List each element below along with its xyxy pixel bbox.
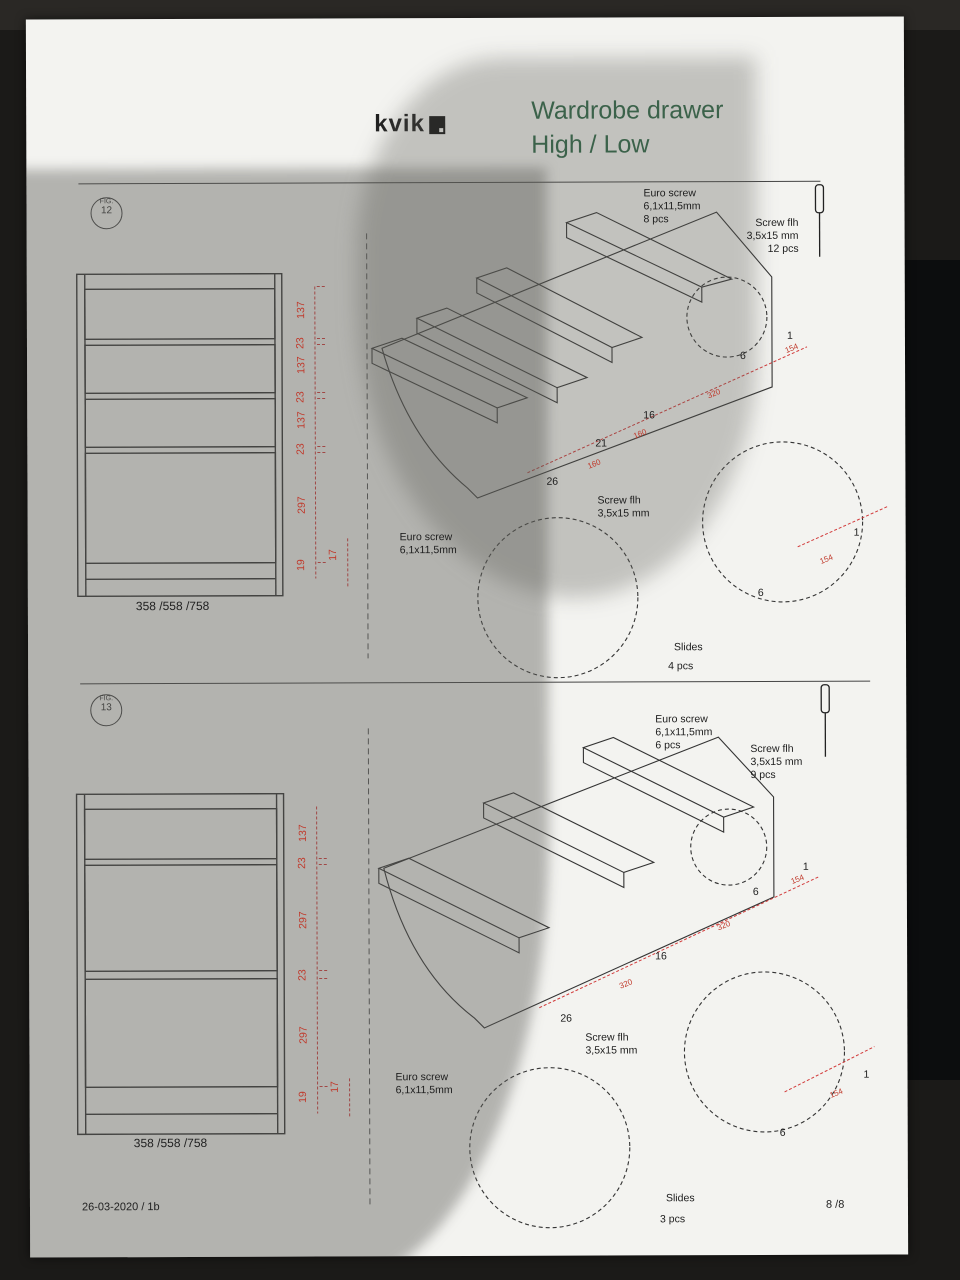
- part-number: 16: [655, 950, 667, 963]
- measure-label: 297: [295, 496, 308, 514]
- measure-label: 23: [296, 969, 309, 981]
- fig12-cabinet-front: [76, 272, 284, 598]
- fig12-slides-count: 4 pcs: [668, 660, 694, 673]
- measure-label: 23: [296, 857, 309, 869]
- measure-label: 297: [297, 911, 310, 929]
- measure-label: 23: [294, 391, 307, 403]
- part-number: 6: [779, 1126, 786, 1139]
- fig13-panel: [377, 736, 846, 1229]
- measure-label: 23: [294, 337, 307, 349]
- fig13-rails: [377, 736, 756, 954]
- fig13-cabinet-front: [75, 792, 286, 1136]
- part-number: 26: [546, 475, 559, 488]
- part-number: 1: [802, 860, 809, 873]
- screwdriver-icon: [814, 184, 830, 757]
- fig13-screw-flh-label: Screw flh 3,5x15 mm 9 pcs: [750, 742, 803, 782]
- fig13-screw-flh-detail-label: Screw flh 3,5x15 mm: [585, 1031, 638, 1057]
- part-number: 1: [853, 526, 860, 539]
- fig13-slides-count: 3 pcs: [660, 1213, 686, 1226]
- fig12-screw-flh-detail-label: Screw flh 3,5x15 mm: [597, 494, 650, 520]
- measure-label: 19: [296, 1091, 309, 1103]
- fig12-rails: [370, 211, 734, 424]
- fig13-width-caption: 358 /558 /758: [133, 1135, 208, 1151]
- measure-label: 23: [294, 443, 307, 455]
- measure-label: 137: [296, 824, 309, 842]
- fig12-euro-screw-detail-label: Euro screw 6,1x11,5mm: [399, 531, 457, 557]
- measure-label: 19: [295, 559, 308, 571]
- part-number: 16: [643, 409, 655, 422]
- fig12-panel: [370, 211, 864, 679]
- part-number: 6: [752, 885, 759, 899]
- fig12-width-caption: 358 /558 /758: [135, 598, 210, 614]
- footer-date: 26-03-2020 / 1b: [81, 1201, 160, 1214]
- fig13-euro-screw-detail-label: Euro screw 6,1x11,5mm: [395, 1071, 453, 1097]
- measure-label: 137: [295, 301, 308, 319]
- instruction-sheet: kvik Wardrobe drawer High / Low FIG.12 F…: [25, 16, 909, 1258]
- part-number: 6: [740, 350, 746, 363]
- measure-label: 17: [327, 549, 340, 561]
- fig13-slides-label: Slides: [665, 1192, 695, 1205]
- part-number: 1: [863, 1068, 870, 1081]
- measure-label: 17: [328, 1081, 341, 1093]
- measure-label: 137: [295, 411, 308, 429]
- measure-label: 137: [295, 356, 308, 374]
- assembly-diagram: [75, 184, 888, 1229]
- fig12-euro-screw-label: Euro screw 6,1x11,5mm 8 pcs: [643, 187, 701, 226]
- part-number: 26: [560, 1012, 573, 1025]
- part-number: 21: [595, 437, 608, 450]
- part-number: 6: [757, 586, 764, 599]
- fig12-screw-flh-label: Screw flh 3,5x15 mm 12 pcs: [746, 216, 799, 255]
- measure-label: 297: [297, 1026, 310, 1044]
- footer-page-number: 8 /8: [825, 1198, 845, 1211]
- fig13-euro-screw-label: Euro screw 6,1x11,5mm 6 pcs: [655, 713, 713, 752]
- fig12-slides-label: Slides: [674, 641, 703, 654]
